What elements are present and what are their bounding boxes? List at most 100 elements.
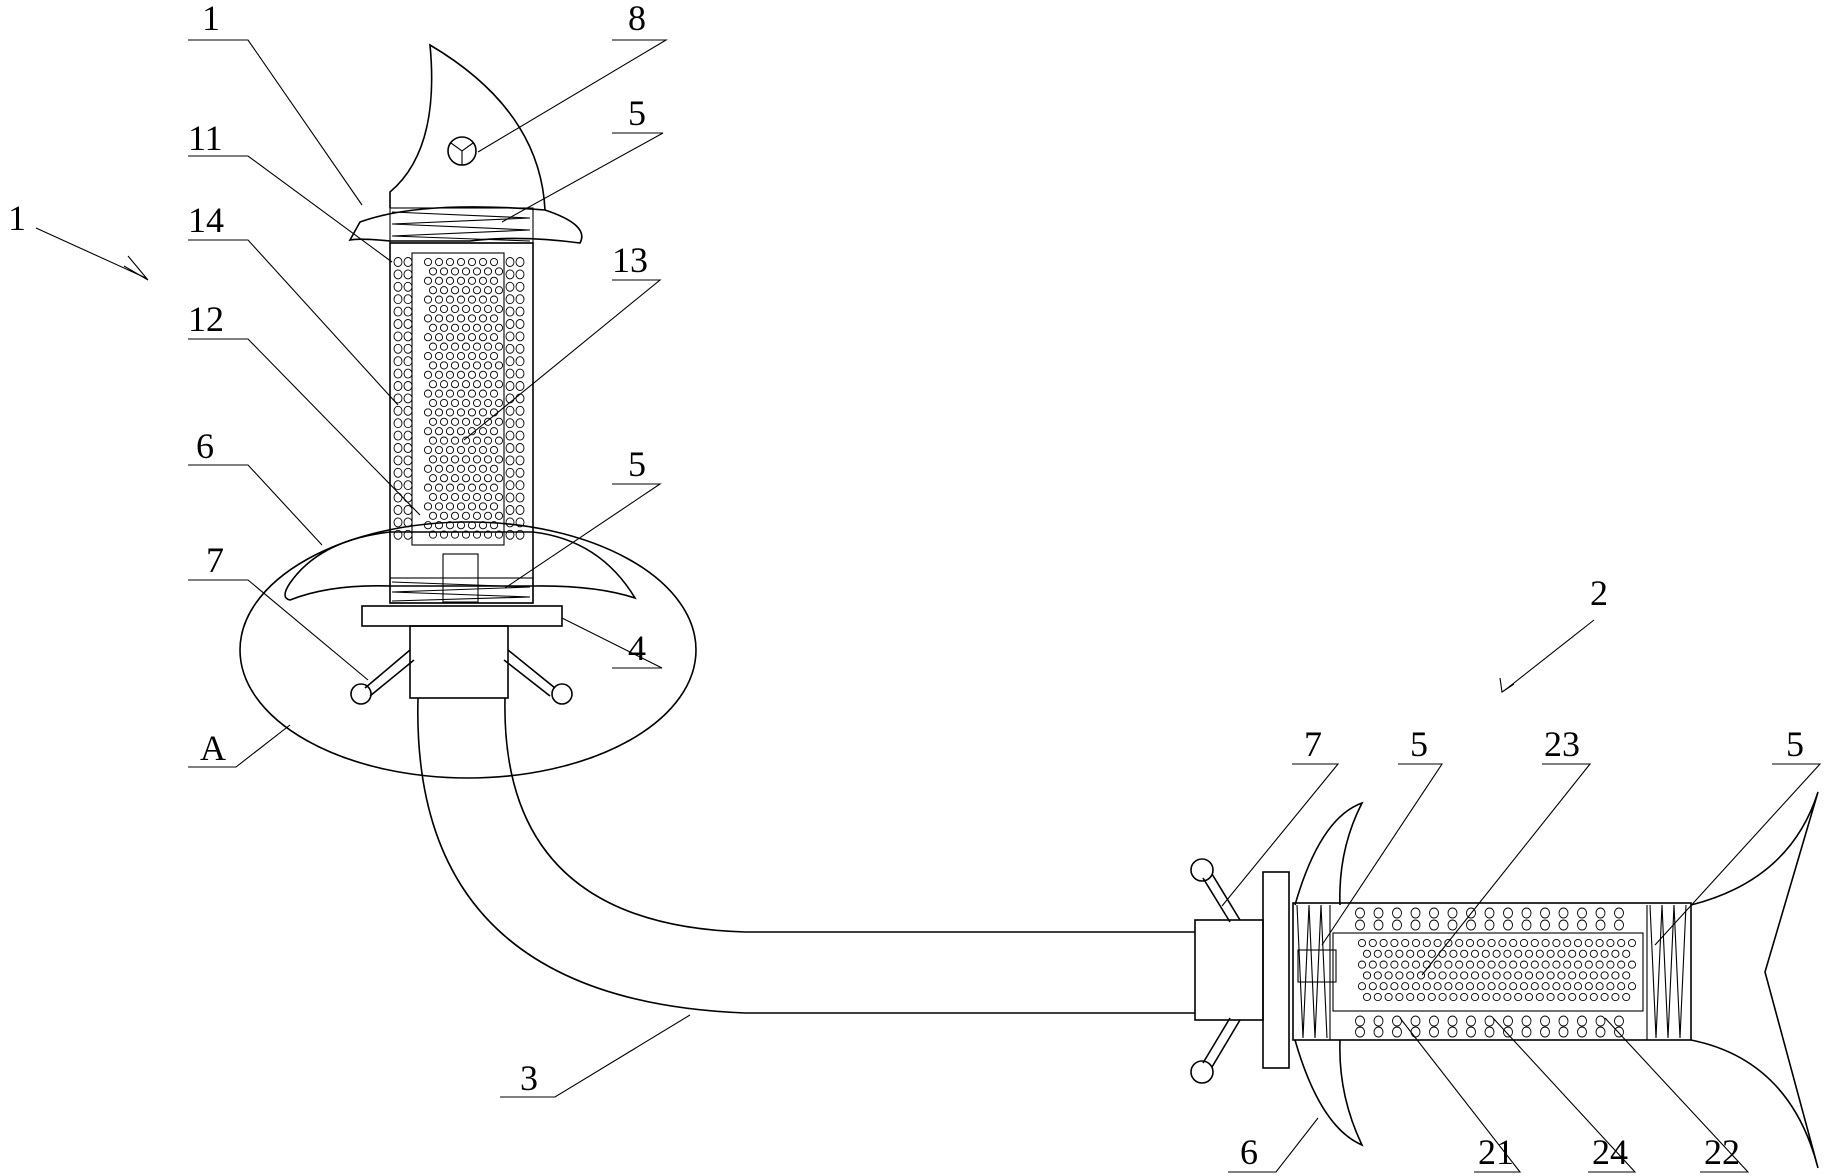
perforation-hole [515,356,525,367]
perforation-hole [478,389,488,398]
perforation-hole [1509,960,1518,969]
perforation-hole [1611,949,1620,958]
perforation-hole [472,398,482,408]
label-21: 21 [1478,1132,1514,1172]
perforation-hole [403,294,413,305]
perforation-hole [1379,938,1388,948]
perforation-hole [489,276,499,285]
perforation-hole [1524,992,1534,1002]
perforation-hole [461,267,471,276]
perforation-hole [1460,992,1469,1002]
perforation-hole [445,314,455,323]
perforation-hole [505,418,515,429]
perforation-hole [1355,907,1365,919]
perforation-hole [1606,938,1615,948]
perforation-hole [1449,949,1458,958]
perforation-hole [1373,992,1382,1002]
perforation-hole [1611,971,1620,980]
perforation-hole [450,436,460,445]
perforation-hole [1552,982,1561,991]
perforation-hole [450,304,460,314]
perforation-hole [403,480,413,491]
perforation-hole [456,389,466,398]
perforation-hole [403,368,413,379]
perforation-hole [1595,907,1606,919]
perforation-hole [472,436,482,445]
perforation-hole [1563,960,1572,969]
perforation-hole [1379,960,1388,969]
upper-device [239,43,697,779]
perforation-hole [1392,907,1402,919]
perforation-hole [489,445,499,455]
perforation-hole [423,257,433,267]
perforation-hole [1438,992,1447,1002]
perforation-hole [428,380,438,389]
perforation-hole [456,445,466,455]
perforation-hole [472,323,482,332]
perforation-hole [505,480,515,491]
label-7b: 7 [1304,724,1322,764]
perforation-hole [1384,949,1393,958]
perforation-hole [434,483,444,492]
perforation-hole [489,333,499,342]
perforation-hole [1509,938,1518,948]
perforation-hole [1595,938,1604,948]
perforation-hole [1622,949,1631,958]
perforation-hole [1484,1026,1495,1038]
perforation-hole [1384,992,1393,1002]
perforation-hole [494,455,504,464]
perforation-hole [505,393,515,404]
perforation-hole [1384,971,1393,980]
perforation-hole [393,480,403,491]
perforation-hole [1373,971,1382,980]
perforation-hole [393,331,403,342]
perforation-hole [1411,960,1421,969]
perforation-hole [456,502,466,511]
perforation-hole [489,295,499,304]
perforation-hole [515,430,525,441]
label-5c: 5 [1410,724,1428,764]
perforation-hole [1546,949,1555,958]
perforation-hole [1541,960,1550,969]
perforation-hole [1449,971,1458,980]
perforation-hole [393,430,403,441]
perforation-hole [461,286,471,295]
perforation-hole [1521,1015,1532,1027]
perforation-hole [428,304,438,314]
perforation-hole [478,351,488,361]
perforation-hole [494,323,504,332]
perforation-hole [1627,982,1637,991]
perforation-hole [1600,949,1609,958]
connecting-tube [417,697,1195,1014]
perforation-hole [1422,982,1431,991]
perforation-hole [456,295,466,304]
perforation-hole [494,417,504,426]
perforation-hole [1577,1015,1587,1027]
perforation-hole [515,281,525,292]
perforation-hole [1447,919,1458,931]
perforation-hole [1589,949,1598,958]
perforation-hole [483,286,493,295]
label-3: 3 [520,1058,538,1098]
perforation-hole [515,492,525,503]
perforation-hole [1390,982,1399,991]
perforation-hole [478,295,488,304]
perforation-hole [1584,982,1593,991]
perforation-hole [428,436,438,445]
perforation-hole [1362,971,1372,980]
label-5d: 5 [1786,724,1804,764]
perforation-hole [478,408,488,417]
perforation-hole [515,331,525,342]
perforation-hole [1614,1015,1624,1027]
perforation-hole [472,286,482,295]
perforation-hole [1595,982,1604,991]
perforation-hole [1466,1015,1476,1027]
perforation-hole [456,257,466,267]
perforation-hole [439,380,449,389]
perforation-hole [403,430,413,441]
perforation-hole [515,455,525,466]
perforation-hole [505,356,515,367]
perforation-hole [494,304,504,314]
perforation-hole [1373,949,1382,958]
perforation-hole [1357,960,1367,969]
